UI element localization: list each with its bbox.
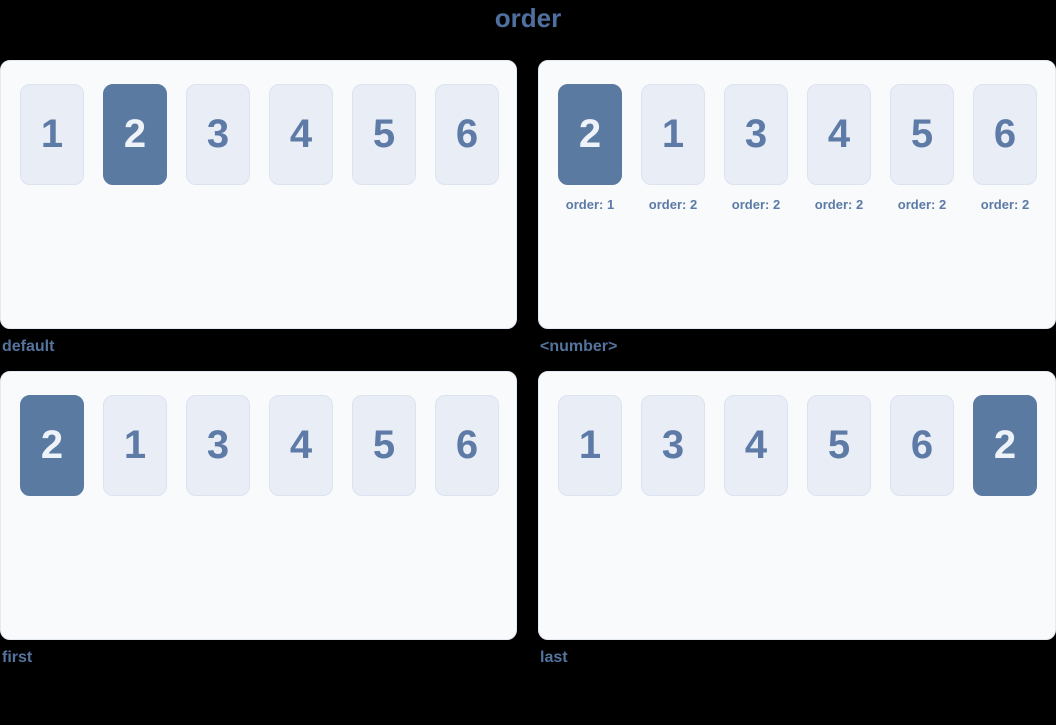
flex-item-box-highlighted: 2 [20, 395, 84, 496]
flex-item-box: 6 [435, 84, 499, 185]
flex-item-box: 4 [269, 84, 333, 185]
flex-item-box: 1 [641, 84, 705, 185]
flex-item: 1 [558, 395, 622, 496]
flex-item-box: 5 [352, 84, 416, 185]
flex-item: 1 order: 2 [641, 84, 705, 212]
demo-panel: 2 order: 1 1 order: 2 3 order: 2 4 order: 2 5 ord… [538, 60, 1056, 329]
flex-item-box: 1 [103, 395, 167, 496]
flex-item-box: 6 [973, 84, 1037, 185]
flex-item-box: 6 [435, 395, 499, 496]
flex-item-box: 3 [186, 395, 250, 496]
panel-label: last [540, 649, 568, 666]
flex-item: 5 [352, 395, 416, 496]
page-title: order [494, 3, 562, 33]
panel-label: <number> [540, 338, 618, 355]
flex-item: 6 order: 2 [973, 84, 1037, 212]
flex-item-box: 4 [724, 395, 788, 496]
flex-item: 5 [352, 84, 416, 185]
order-value-label: order: 1 [565, 197, 615, 212]
flex-container: 2 order: 1 1 order: 2 3 order: 2 4 order: 2 5 ord… [558, 84, 1055, 212]
flex-item: 4 [269, 395, 333, 496]
flex-item-box: 5 [807, 395, 871, 496]
flex-item-box: 3 [724, 84, 788, 185]
flex-item: 3 order: 2 [724, 84, 788, 212]
flex-item: 5 [807, 395, 871, 496]
flex-item-box-highlighted: 2 [558, 84, 622, 185]
flex-item-box: 5 [890, 84, 954, 185]
flex-item: 2 order: 1 [558, 84, 622, 212]
flex-item-box-highlighted: 2 [103, 84, 167, 185]
order-value-label: order: 2 [980, 197, 1030, 212]
order-value-label: order: 2 [814, 197, 864, 212]
flex-item-box: 5 [352, 395, 416, 496]
order-value-label: order: 2 [648, 197, 698, 212]
panel-label: default [2, 338, 55, 355]
flex-item: 6 [890, 395, 954, 496]
example-cell: 2 order: 1 1 order: 2 3 order: 2 4 order: 2 5 ord… [538, 60, 1056, 356]
order-value-label: order: 2 [897, 197, 947, 212]
flex-item: 4 [724, 395, 788, 496]
flex-item-box: 3 [186, 84, 250, 185]
order-value-label: order: 2 [731, 197, 781, 212]
flex-item: 2 [20, 395, 84, 496]
panel-label: first [2, 649, 33, 666]
flex-item: 3 [186, 395, 250, 496]
flex-item: 4 [269, 84, 333, 185]
flex-item: 1 [103, 395, 167, 496]
flex-item: 4 order: 2 [807, 84, 871, 212]
flex-item-box: 1 [20, 84, 84, 185]
flex-item: 3 [186, 84, 250, 185]
flex-item: 2 [103, 84, 167, 185]
flex-item: 3 [641, 395, 705, 496]
flex-item-box: 4 [269, 395, 333, 496]
flex-item-box-highlighted: 2 [973, 395, 1037, 496]
flex-item-box: 6 [890, 395, 954, 496]
flex-item-box: 3 [641, 395, 705, 496]
flex-item-box: 1 [558, 395, 622, 496]
flex-item: 6 [435, 84, 499, 185]
flex-item: 6 [435, 395, 499, 496]
flex-item: 5 order: 2 [890, 84, 954, 212]
flex-item-box: 4 [807, 84, 871, 185]
flex-item: 1 [20, 84, 84, 185]
flex-item: 2 [973, 395, 1037, 496]
